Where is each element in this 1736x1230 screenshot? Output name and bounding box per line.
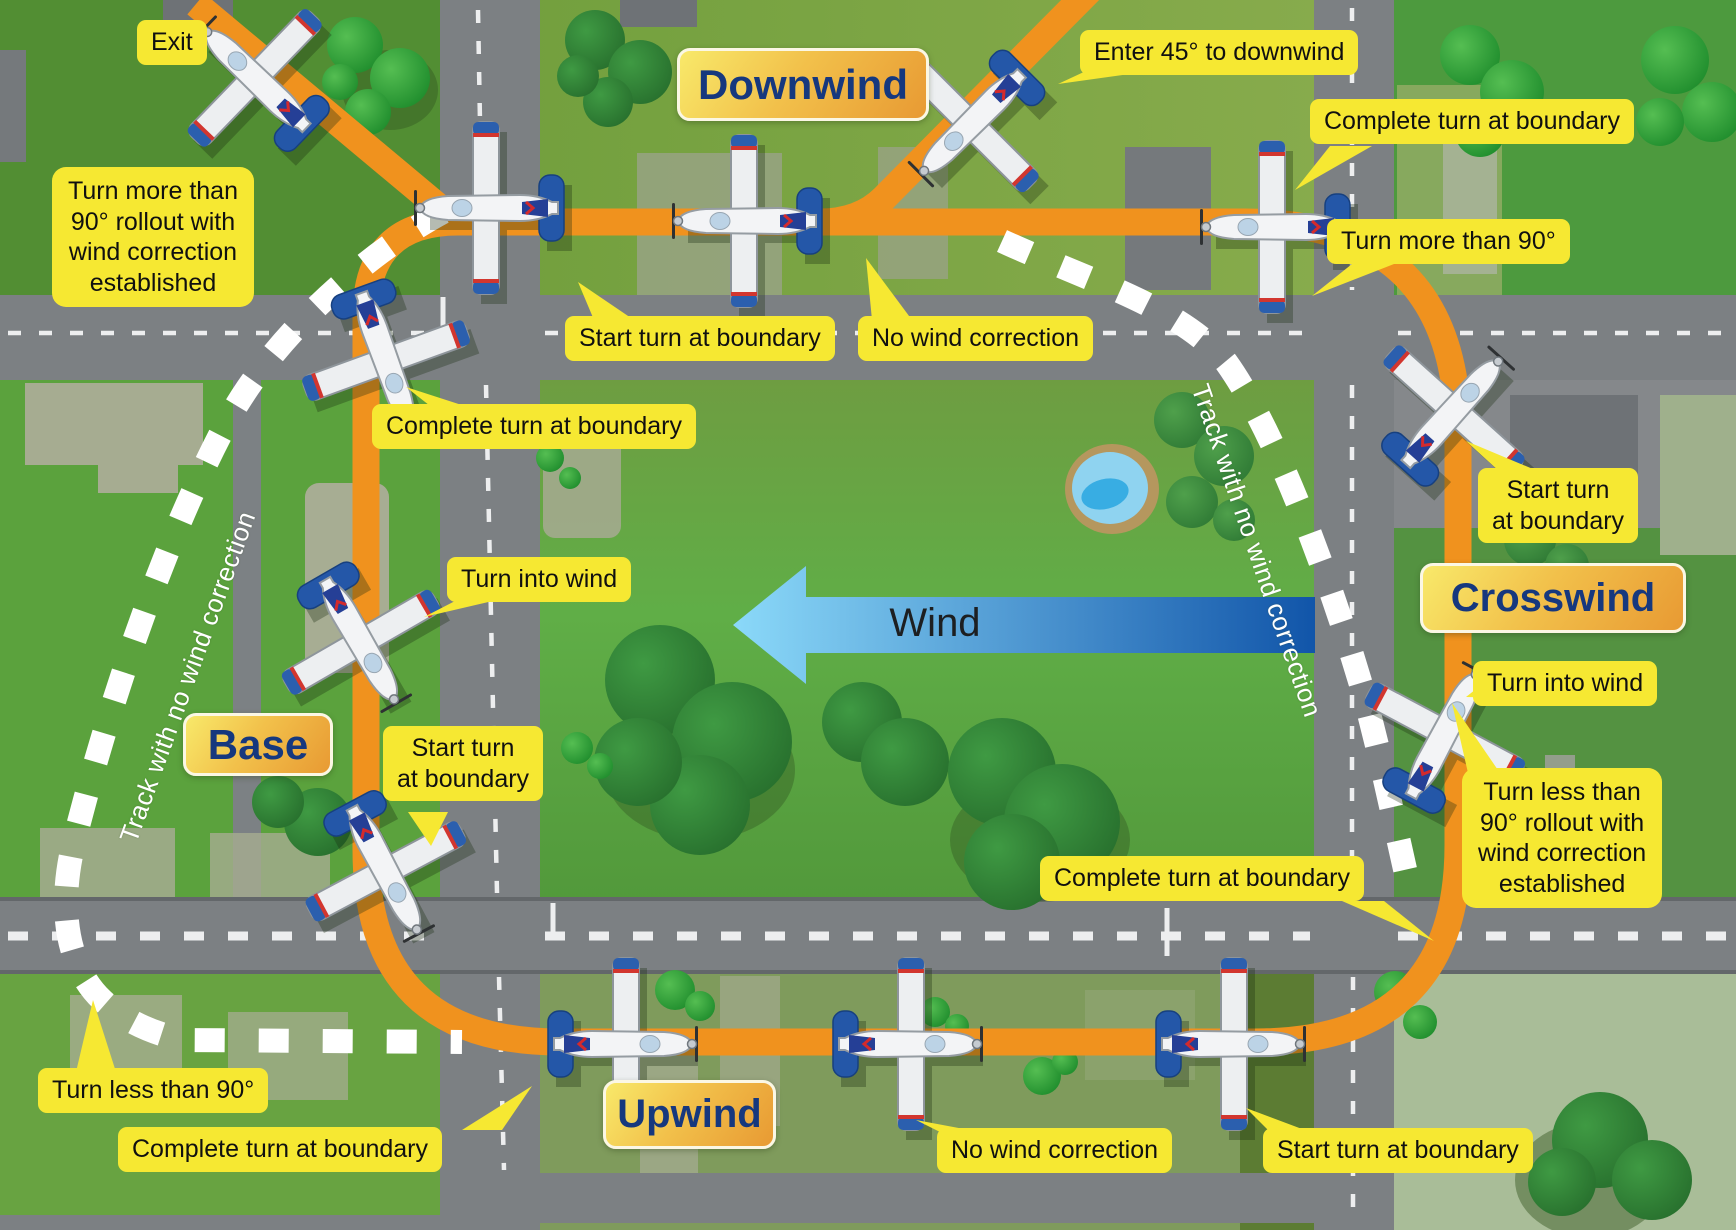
leg-label-crosswind: Crosswind — [1420, 563, 1686, 633]
uncorrected-track — [54, 201, 1419, 1054]
callout-no-wind-correction-top: No wind correction — [858, 316, 1094, 361]
callout-turn-less-than-90: Turn less than 90° — [38, 1068, 269, 1113]
callout-start-turn-left: Start turn at boundary — [383, 726, 544, 801]
callout-complete-turn-bottom-left: Complete turn at boundary — [118, 1127, 443, 1172]
callout-start-turn-top: Start turn at boundary — [565, 316, 835, 361]
callout-complete-turn-top-left: Complete turn at boundary — [372, 404, 697, 449]
wind-arrow — [733, 566, 1315, 684]
callout-complete-turn-right: Complete turn at boundary — [1040, 856, 1365, 901]
callout-turn-into-wind-left: Turn into wind — [447, 557, 632, 602]
callout-turn-less-90-rollout: Turn less than 90° rollout with wind cor… — [1462, 768, 1663, 908]
leg-label-downwind: Downwind — [677, 48, 929, 121]
wind-label: Wind — [889, 601, 981, 645]
road-bottom — [440, 1173, 1394, 1223]
leg-label-upwind: Upwind — [603, 1080, 776, 1149]
track-dashed-left — [54, 201, 463, 1054]
callout-start-turn-bottom-right: Start turn at boundary — [1263, 1128, 1533, 1173]
callout-turn-more-90-rollout: Turn more than 90° rollout with wind cor… — [52, 167, 254, 307]
callout-complete-turn-top-right: Complete turn at boundary — [1310, 99, 1635, 144]
callout-turn-more-than-90: Turn more than 90° — [1327, 219, 1570, 264]
leg-label-base: Base — [183, 713, 333, 776]
callout-no-wind-correction-bottom: No wind correction — [937, 1128, 1173, 1173]
track-dashed-right — [997, 230, 1419, 881]
callout-turn-into-wind-right: Turn into wind — [1473, 661, 1658, 706]
pond — [1065, 444, 1159, 534]
callout-start-turn-right: Start turn at boundary — [1478, 468, 1639, 543]
callout-enter-45-to-downwind: Enter 45° to downwind — [1080, 30, 1359, 75]
callout-exit: Exit — [137, 20, 207, 65]
